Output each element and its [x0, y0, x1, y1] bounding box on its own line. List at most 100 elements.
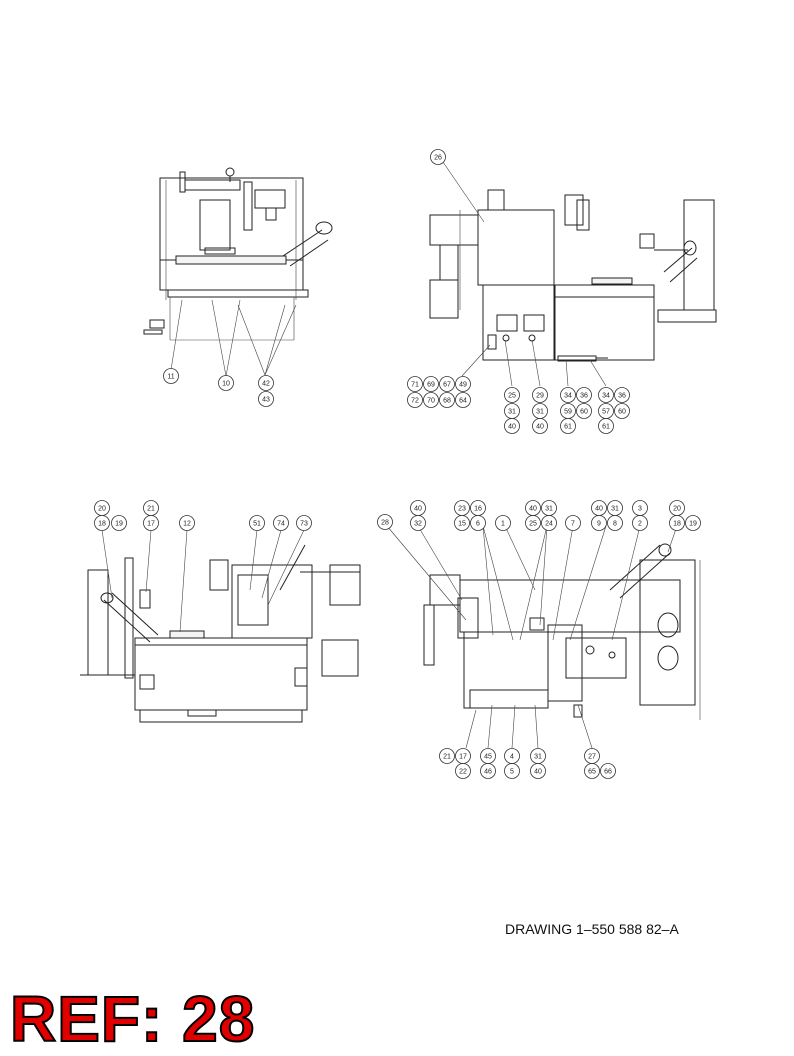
- callout-circle: [525, 515, 541, 531]
- callout-bubble: 25: [525, 515, 541, 531]
- callout-circle: [454, 515, 470, 531]
- callout-number: 64: [459, 398, 467, 405]
- callout-number: 31: [534, 754, 542, 761]
- callout-bubble: 70: [423, 392, 439, 408]
- callout-bubble: 21: [143, 500, 159, 516]
- callout-bubble: 7: [565, 515, 581, 531]
- callout-number: 69: [427, 382, 435, 389]
- callout-number: 57: [602, 409, 610, 416]
- callout-bubble: 32: [410, 515, 426, 531]
- callout-circle: [163, 368, 179, 384]
- callout-bubble: 40: [591, 500, 607, 516]
- callout-bubble: 31: [541, 500, 557, 516]
- callout-number: 5: [510, 769, 514, 776]
- view-top-right: [429, 161, 717, 387]
- callout-bubble: 4: [504, 748, 520, 764]
- callout-circle: [541, 515, 557, 531]
- callout-bubble: 3: [632, 500, 648, 516]
- callout-circle: [614, 387, 630, 403]
- callout-circle: [669, 515, 685, 531]
- callout-circle: [377, 514, 393, 530]
- callout-circle: [249, 515, 265, 531]
- callout-circle: [480, 763, 496, 779]
- callout-number: 28: [381, 520, 389, 527]
- callout-circle: [565, 515, 581, 531]
- callout-number: 73: [300, 521, 308, 528]
- callout-bubble: 57: [598, 403, 614, 419]
- callout-circle: [600, 763, 616, 779]
- callout-circle: [591, 515, 607, 531]
- callout-bubble: 16: [470, 500, 486, 516]
- callout-bubble: 49: [455, 376, 471, 392]
- callout-number: 18: [673, 521, 681, 528]
- callout-circle: [111, 515, 127, 531]
- callout-circle: [560, 418, 576, 434]
- ref-label: REF: 28: [9, 982, 256, 1056]
- callout-circle: [423, 376, 439, 392]
- callout-number: 71: [411, 382, 419, 389]
- callout-circle: [632, 515, 648, 531]
- callout-bubble: 27: [584, 748, 600, 764]
- callout-circle: [296, 515, 312, 531]
- callout-bubble: 31: [504, 403, 520, 419]
- callout-bubble: 40: [532, 418, 548, 434]
- callout-number: 29: [536, 393, 544, 400]
- callout-number: 25: [529, 521, 537, 528]
- callout-number: 67: [443, 382, 451, 389]
- callout-bubble: 69: [423, 376, 439, 392]
- callout-number: 31: [611, 506, 619, 513]
- callout-number: 74: [277, 521, 285, 528]
- callout-number: 7: [571, 521, 575, 528]
- callout-bubble: 31: [607, 500, 623, 516]
- callout-number: 46: [484, 769, 492, 776]
- callout-number: 31: [545, 506, 553, 513]
- callout-circle: [258, 375, 274, 391]
- callout-number: 10: [222, 381, 230, 388]
- callout-bubble: 40: [410, 500, 426, 516]
- callout-circle: [407, 392, 423, 408]
- callout-bubble: 2: [632, 515, 648, 531]
- callout-bubble: 36: [576, 387, 592, 403]
- callout-bubble: 20: [669, 500, 685, 516]
- callout-number: 25: [508, 393, 516, 400]
- callout-bubble: 60: [576, 403, 592, 419]
- callout-bubble: 51: [249, 515, 265, 531]
- callout-circle: [598, 418, 614, 434]
- callout-number: 66: [604, 769, 612, 776]
- callout-circle: [504, 387, 520, 403]
- callout-bubble: 68: [439, 392, 455, 408]
- callout-bubble: 6: [470, 515, 486, 531]
- callout-number: 2: [638, 521, 642, 528]
- callout-bubble: 18: [669, 515, 685, 531]
- callout-circle: [530, 763, 546, 779]
- callout-number: 17: [459, 754, 467, 761]
- callout-number: 18: [98, 521, 106, 528]
- callout-circle: [495, 515, 511, 531]
- callout-number: 34: [602, 393, 610, 400]
- callout-bubble: 23: [454, 500, 470, 516]
- callout-number: 8: [613, 521, 617, 528]
- callout-bubble: 10: [218, 375, 234, 391]
- callout-circle: [218, 375, 234, 391]
- callout-bubble: 45: [480, 748, 496, 764]
- callout-number: 11: [167, 374, 174, 381]
- callout-number: 60: [618, 409, 626, 416]
- callout-bubble: 40: [504, 418, 520, 434]
- callout-number: 21: [147, 506, 155, 513]
- callout-circle: [504, 763, 520, 779]
- callout-number: 70: [427, 398, 435, 405]
- callout-circle: [598, 387, 614, 403]
- callout-number: 15: [458, 521, 466, 528]
- callout-number: 60: [580, 409, 588, 416]
- callout-bubble: 20: [94, 500, 110, 516]
- view-bottom-right: [386, 525, 701, 749]
- callout-number: 40: [595, 506, 603, 513]
- callout-bubble: 61: [560, 418, 576, 434]
- callout-number: 17: [147, 521, 155, 528]
- callout-bubble: 18: [94, 515, 110, 531]
- callout-bubble: 34: [560, 387, 576, 403]
- callout-bubble: 11: [163, 368, 179, 384]
- callout-circle: [470, 515, 486, 531]
- callout-number: 26: [434, 155, 442, 162]
- callout-number: 1: [501, 521, 505, 528]
